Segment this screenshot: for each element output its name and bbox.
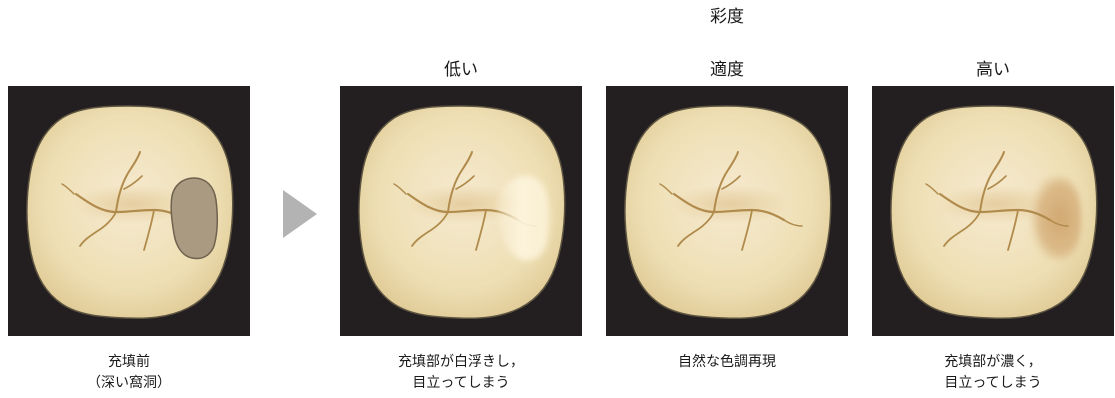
caption-high-chroma: 充填部が濃く， 目立ってしまう: [872, 352, 1114, 394]
tooth-panel-high-chroma: [872, 86, 1114, 336]
caption-line: （深い窩洞）: [8, 373, 250, 394]
cavity-area: [171, 178, 217, 259]
tooth-illustration-natural: [606, 86, 848, 336]
caption-line: 目立ってしまう: [340, 373, 582, 394]
caption-line: 自然な色調再現: [606, 352, 848, 373]
tooth-illustration-high-chroma: [872, 86, 1114, 336]
caption-line: 充填部が白浮きし，: [340, 352, 582, 373]
chroma-group-label: 彩度: [702, 7, 752, 27]
tooth-panel-moderate-chroma: [606, 86, 848, 336]
tooth-panel-low-chroma: [340, 86, 582, 336]
arrow-right-icon: [283, 190, 317, 238]
tooth-illustration-cavity: [8, 86, 250, 336]
caption-before: 充填前 （深い窩洞）: [8, 352, 250, 394]
caption-line: 充填前: [8, 352, 250, 373]
tooth-panel-before: [8, 86, 250, 336]
chroma-high-label: 高い: [872, 60, 1114, 80]
chroma-low-label: 低い: [340, 60, 582, 80]
chroma-moderate-label: 適度: [606, 60, 848, 80]
caption-line: 目立ってしまう: [872, 373, 1114, 394]
tooth-illustration-low-chroma: [340, 86, 582, 336]
caption-low-chroma: 充填部が白浮きし， 目立ってしまう: [340, 352, 582, 394]
caption-line: 充填部が濃く，: [872, 352, 1114, 373]
caption-moderate-chroma: 自然な色調再現: [606, 352, 848, 373]
